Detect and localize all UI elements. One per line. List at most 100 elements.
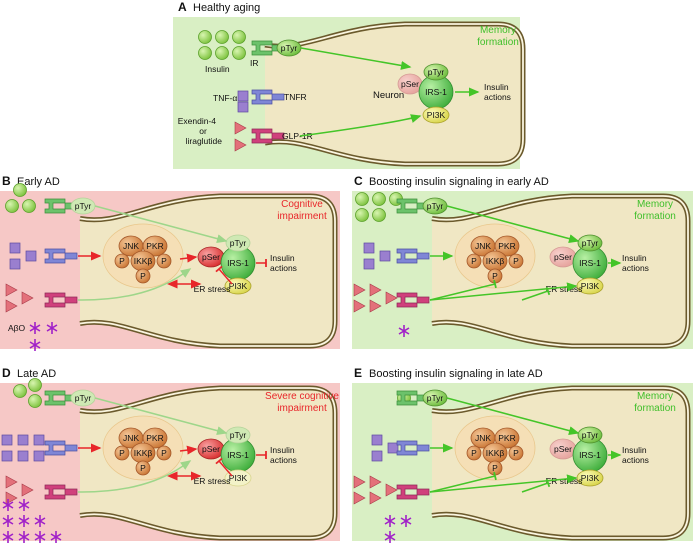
- abeta-oligomer-icon: [2, 499, 14, 511]
- exendin-label-line2: or: [199, 126, 207, 136]
- ptyr-receptor-label: pTyr: [427, 393, 444, 403]
- insulin-molecule: [355, 192, 369, 206]
- er-stress-label: ER stress: [546, 284, 583, 294]
- insulin-molecule: [28, 378, 42, 392]
- abeta-oligomer-icon: [34, 515, 46, 527]
- abeta-oligomer-icon: [29, 322, 41, 334]
- cell-membrane: [79, 387, 336, 539]
- er-stress-label: ER stress: [194, 476, 231, 486]
- phospho-p-label: P: [140, 463, 146, 473]
- kinase-to-pser-arrow: [179, 445, 198, 455]
- insulin-actions-line2: actions: [484, 92, 511, 102]
- irs1-ptyr-label: pTyr: [582, 238, 599, 248]
- insulin-label: Insulin: [205, 64, 230, 74]
- irs1-label: IRS-1: [227, 450, 249, 460]
- kinase-to-pser-arrow: [179, 253, 198, 263]
- ir-to-irs1-arrow: [446, 397, 580, 436]
- ikkb-kinase-label: IKKβ: [134, 256, 153, 266]
- glp1-agonist-triangle: [353, 299, 366, 313]
- insulin-molecule: [355, 208, 369, 222]
- pi3k-protein-label: PI3K: [229, 281, 248, 291]
- insulin-molecule: [232, 30, 246, 44]
- tnfa-square: [33, 434, 45, 446]
- irs1-label: IRS-1: [227, 258, 249, 268]
- phospho-p: [466, 253, 482, 269]
- insulin-actions-line1: Insulin: [484, 82, 509, 92]
- glp1-agonist-triangle: [353, 491, 366, 505]
- ptyr-receptor-label: pTyr: [427, 201, 444, 211]
- ir-label: IR: [250, 58, 259, 68]
- abeta-oligomer-icon: [29, 339, 41, 351]
- phospho-p-label: P: [492, 463, 498, 473]
- phospho-p-label: P: [161, 448, 167, 458]
- pi3k-protein-label: PI3K: [581, 473, 600, 483]
- insulin-actions-line2: actions: [270, 263, 297, 273]
- panel-b-status-line2: impairment: [277, 211, 327, 222]
- pser-protein-label: pSer: [202, 252, 220, 262]
- irs1-label: IRS-1: [425, 87, 447, 97]
- insulin-actions-line1: Insulin: [622, 445, 647, 455]
- insulin-molecule: [198, 46, 212, 60]
- panel-d-letter: D: [2, 366, 11, 380]
- irs1-ptyr-label: pTyr: [428, 67, 445, 77]
- phospho-p-label: P: [471, 256, 477, 266]
- glp1r-label: GLP-1R: [282, 131, 313, 141]
- pser-protein-label: pSer: [554, 252, 572, 262]
- panel-a-status-line2: formation: [477, 37, 519, 48]
- panel-a-title: Healthy aging: [193, 2, 260, 14]
- panel-a-letter: A: [178, 0, 187, 14]
- pkr-kinase-label: PKR: [498, 241, 515, 251]
- insulin-molecule: [5, 199, 19, 213]
- panel-b-letter: B: [2, 174, 11, 188]
- insulin-molecule: [215, 30, 229, 44]
- jnk-kinase-label: JNK: [123, 433, 139, 443]
- phospho-p: [135, 460, 151, 476]
- glp1r-inhibit-er: [521, 290, 549, 301]
- tnfa-square: [237, 101, 249, 113]
- ptyr-receptor-label: pTyr: [75, 393, 92, 403]
- tnfa-square: [1, 450, 13, 462]
- abeta-oligomer-icon: [50, 531, 62, 543]
- pkr-kinase: [142, 427, 168, 449]
- insulin-molecule: [13, 183, 27, 197]
- panel-e-letter: E: [354, 366, 362, 380]
- insulin-molecule: [28, 394, 42, 408]
- pi3k-protein: [224, 469, 252, 487]
- er-stress-inhibit: [218, 268, 233, 285]
- panel-b-title: Early AD: [17, 176, 60, 188]
- tnfa-square: [17, 450, 29, 462]
- cell-membrane: [79, 195, 336, 347]
- panel-c-title: Boosting insulin signaling in early AD: [369, 176, 549, 188]
- tnfa-square: [25, 250, 37, 262]
- glp1-agonist-triangle: [369, 299, 382, 313]
- jnk-kinase-label: JNK: [475, 241, 491, 251]
- tnfr-receptor-icon: [251, 89, 285, 105]
- tnfa-label: TNF-α: [213, 93, 237, 103]
- glp1-agonist-triangle: [369, 475, 382, 489]
- panel-a-status-line1: Memory: [480, 25, 516, 36]
- tnfa-square: [33, 450, 45, 462]
- glp1r-to-pi3k-arrow: [299, 114, 422, 137]
- phospho-p: [156, 445, 172, 461]
- phospho-p: [508, 253, 524, 269]
- pser-protein-label: pSer: [202, 444, 220, 454]
- exendin-label-line1: Exendin-4: [178, 116, 217, 126]
- glp1r-faint-arrow: [77, 460, 192, 493]
- insulin-actions-line2: actions: [270, 455, 297, 465]
- irs1-ptyr-label: pTyr: [230, 238, 247, 248]
- pi3k-protein-label: PI3K: [229, 473, 248, 483]
- tnfr-receptor-icon: [396, 440, 430, 456]
- insulin-molecule: [215, 46, 229, 60]
- insulin-actions-line1: Insulin: [622, 253, 647, 263]
- phospho-p-label: P: [471, 448, 477, 458]
- glp1-agonist-triangle: [234, 121, 247, 135]
- phospho-p: [135, 268, 151, 284]
- cell-membrane: [264, 23, 524, 165]
- tnfr-receptor-icon: [44, 440, 78, 456]
- glp1-agonist-triangle: [385, 291, 398, 305]
- pi3k-protein-label: PI3K: [427, 110, 446, 120]
- ir-to-irs1-arrow: [94, 397, 228, 436]
